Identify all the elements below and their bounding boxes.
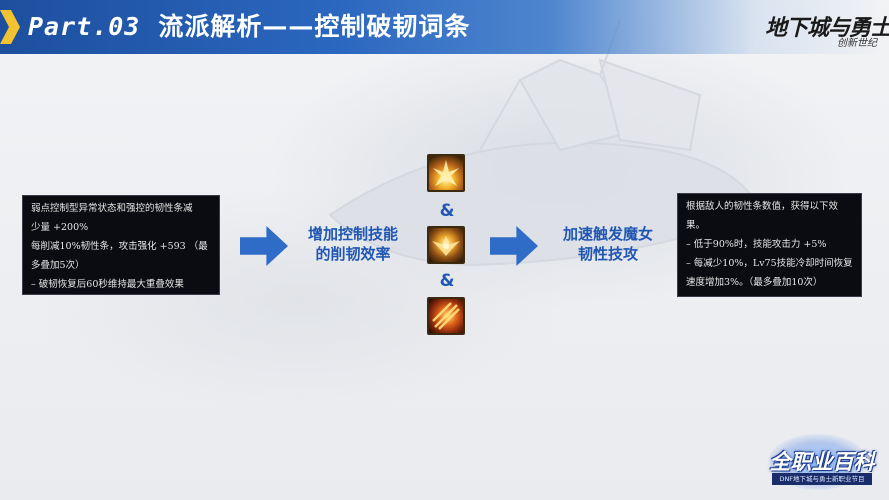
left-line-2: 少量 +200% <box>31 222 89 233</box>
middle-label-right: 加速触发魔女 韧性技攻 <box>546 224 670 264</box>
fire-slash-skill-icon <box>427 297 465 335</box>
middle-label-right-line-2: 韧性技攻 <box>577 245 638 263</box>
middle-label-left-line-1: 增加控制技能 <box>307 225 398 243</box>
chevron-icon <box>0 10 20 44</box>
left-line-4: 多叠加5次） <box>31 260 85 271</box>
right-line-1: 根据敌人的韧性条数值，获得以下效果。 <box>686 201 839 231</box>
badge-title: 全职业百科 <box>769 450 875 474</box>
middle-label-left: 增加控制技能 的削韧效率 <box>300 224 406 264</box>
left-description-box: 弱点控制型异常状态和强控的韧性条减 少量 +200% 每削减10%韧性条，攻击强… <box>22 195 220 295</box>
badge-subtitle: DNF地下城与勇士新职业节目 <box>772 473 872 485</box>
logo-main-text: 地下城与勇士 <box>765 16 889 41</box>
program-badge-logo: 全职业百科 DNF地下城与勇士新职业节目 <box>758 432 882 496</box>
middle-label-right-line-1: 加速触发魔女 <box>562 225 653 243</box>
burst-glyph <box>433 160 459 186</box>
page-title: Part.03 流派解析——控制破韧词条 <box>28 9 470 45</box>
ampersand: & <box>439 271 455 291</box>
left-line-5: – 破韧恢复后60秒维持最大重叠效果 <box>31 279 184 290</box>
middle-label-left-line-2: 的削韧效率 <box>315 245 391 263</box>
logo-sub-text: 创新世纪 <box>837 38 877 49</box>
right-line-2: – 低于90%时，技能攻击力 +5% <box>686 239 827 250</box>
slash-glyph <box>432 302 460 330</box>
left-line-3: 每削减10%韧性条，攻击强化 +593 （最 <box>31 241 208 252</box>
right-description-box: 根据敌人的韧性条数值，获得以下效果。 – 低于90%时，技能攻击力 +5% – … <box>677 193 862 297</box>
ampersand: & <box>439 201 455 221</box>
header-bar: Part.03 流派解析——控制破韧词条 <box>0 0 889 54</box>
game-logo: 地下城与勇士 创新世纪 <box>765 4 889 50</box>
golden-burst-skill-icon <box>427 154 465 192</box>
wing-glyph <box>432 236 460 256</box>
left-line-1: 弱点控制型异常状态和强控的韧性条减 <box>31 203 193 214</box>
right-line-3: – 每减少10%，Lv75技能冷却时间恢复速度增加3%。（最多叠加10次） <box>686 258 853 288</box>
winged-emblem-skill-icon <box>427 226 465 264</box>
title-text: 流派解析——控制破韧词条 <box>158 12 471 41</box>
part-label: Part.03 <box>28 12 141 41</box>
